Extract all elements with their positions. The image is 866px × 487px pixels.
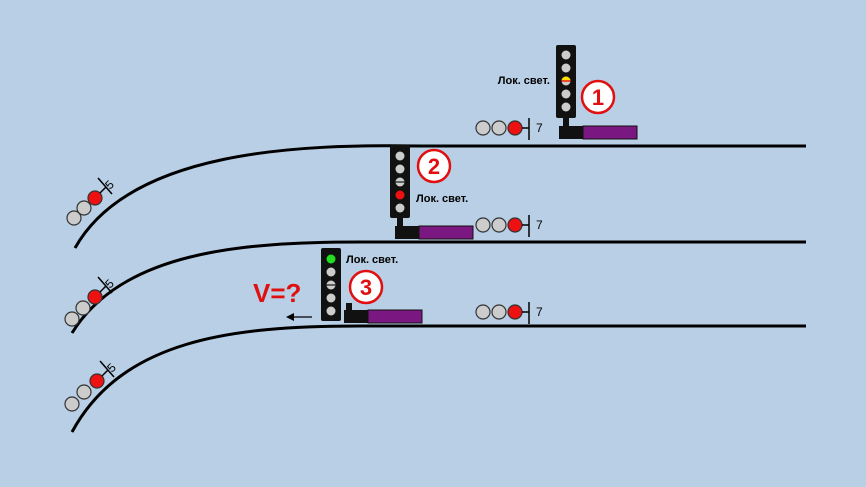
- locomotive-2: Лок. свет. 2: [390, 145, 474, 240]
- track-1: [73, 144, 806, 249]
- locomotive-body: [418, 225, 474, 240]
- direction-arrow-icon: [286, 313, 312, 321]
- speed-question: V=?: [253, 278, 301, 308]
- locomotive-cab: [395, 226, 419, 239]
- cab-signal-label: Лок. свет.: [416, 193, 468, 205]
- locomotive-number: 1: [592, 85, 604, 110]
- number-badge: [348, 269, 384, 305]
- red-lamp: [507, 217, 523, 233]
- signal-number: 5: [104, 360, 119, 375]
- locomotive-number: 3: [360, 275, 372, 300]
- signal-number: 7: [536, 121, 543, 135]
- cab-signal-label: Лок. свет.: [346, 254, 398, 266]
- number-badge: [580, 79, 616, 115]
- curve-1-signal: 5: [66, 177, 117, 226]
- tracks: [70, 144, 806, 433]
- signal-number: 5: [102, 177, 117, 192]
- number-badge: [416, 148, 452, 184]
- track-3-signal: 7: [475, 302, 543, 324]
- cab-signal-label: Лок. свет.: [498, 75, 550, 87]
- track-2: [70, 240, 806, 334]
- locomotive-cab: [559, 126, 583, 139]
- red-lamp: [507, 304, 523, 320]
- red-lamp: [507, 120, 523, 136]
- locomotive-body: [582, 125, 638, 140]
- track-2-signal: 7: [475, 215, 543, 237]
- red-lamp: [87, 190, 103, 206]
- signal-number: 7: [536, 305, 543, 319]
- locomotive-cab: [344, 310, 368, 323]
- curve-3-signal: 5: [64, 360, 119, 412]
- locomotive-1: Лок. свет. 1: [498, 45, 638, 140]
- locomotive-body: [367, 309, 423, 324]
- curve-2-signal: 5: [64, 276, 117, 327]
- track-3: [70, 324, 806, 433]
- red-lamp: [87, 289, 103, 305]
- red-lamp: [395, 190, 405, 200]
- locomotive-3: Лок. свет. 3: [321, 248, 423, 324]
- green-lamp: [326, 254, 336, 264]
- locomotive-number: 2: [428, 154, 440, 179]
- red-lamp: [89, 373, 105, 389]
- signal-number: 7: [536, 218, 543, 232]
- track-1-signal: 7: [475, 118, 543, 140]
